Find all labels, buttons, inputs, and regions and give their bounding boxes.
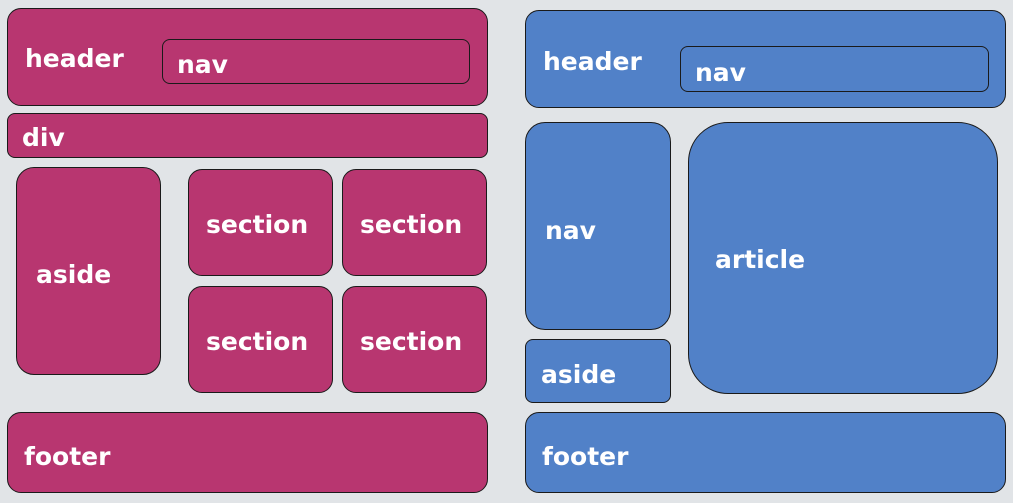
left-aside-label: aside	[36, 260, 112, 289]
right-header-label: header	[543, 47, 642, 76]
right-article-block: article	[688, 122, 998, 394]
left-section-label-3: section	[206, 327, 309, 356]
left-section-label-1: section	[206, 210, 309, 239]
left-section-label-2: section	[360, 210, 463, 239]
left-div-block: div	[7, 113, 488, 158]
left-footer-block: footer	[7, 412, 488, 493]
right-header-nav-label: nav	[695, 58, 746, 87]
right-aside-block: aside	[525, 339, 671, 403]
right-footer-label: footer	[542, 442, 629, 471]
right-article-label: article	[715, 245, 806, 274]
right-header-block: header nav	[525, 10, 1006, 108]
left-section-block-4: section	[342, 286, 487, 393]
right-footer-block: footer	[525, 412, 1006, 493]
left-aside-block: aside	[16, 167, 161, 375]
right-nav-block: nav	[525, 122, 671, 330]
left-header-label: header	[25, 44, 124, 73]
right-aside-label: aside	[541, 360, 617, 389]
right-header-nav-block: nav	[680, 46, 989, 92]
left-header-nav-block: nav	[162, 39, 470, 84]
right-nav-label: nav	[545, 216, 596, 245]
left-section-block-1: section	[188, 169, 333, 276]
left-section-label-4: section	[360, 327, 463, 356]
left-section-block-2: section	[342, 169, 487, 276]
left-section-block-3: section	[188, 286, 333, 393]
left-div-label: div	[22, 123, 65, 152]
left-footer-label: footer	[24, 442, 111, 471]
left-header-block: header nav	[7, 8, 488, 106]
left-header-nav-label: nav	[177, 50, 228, 79]
